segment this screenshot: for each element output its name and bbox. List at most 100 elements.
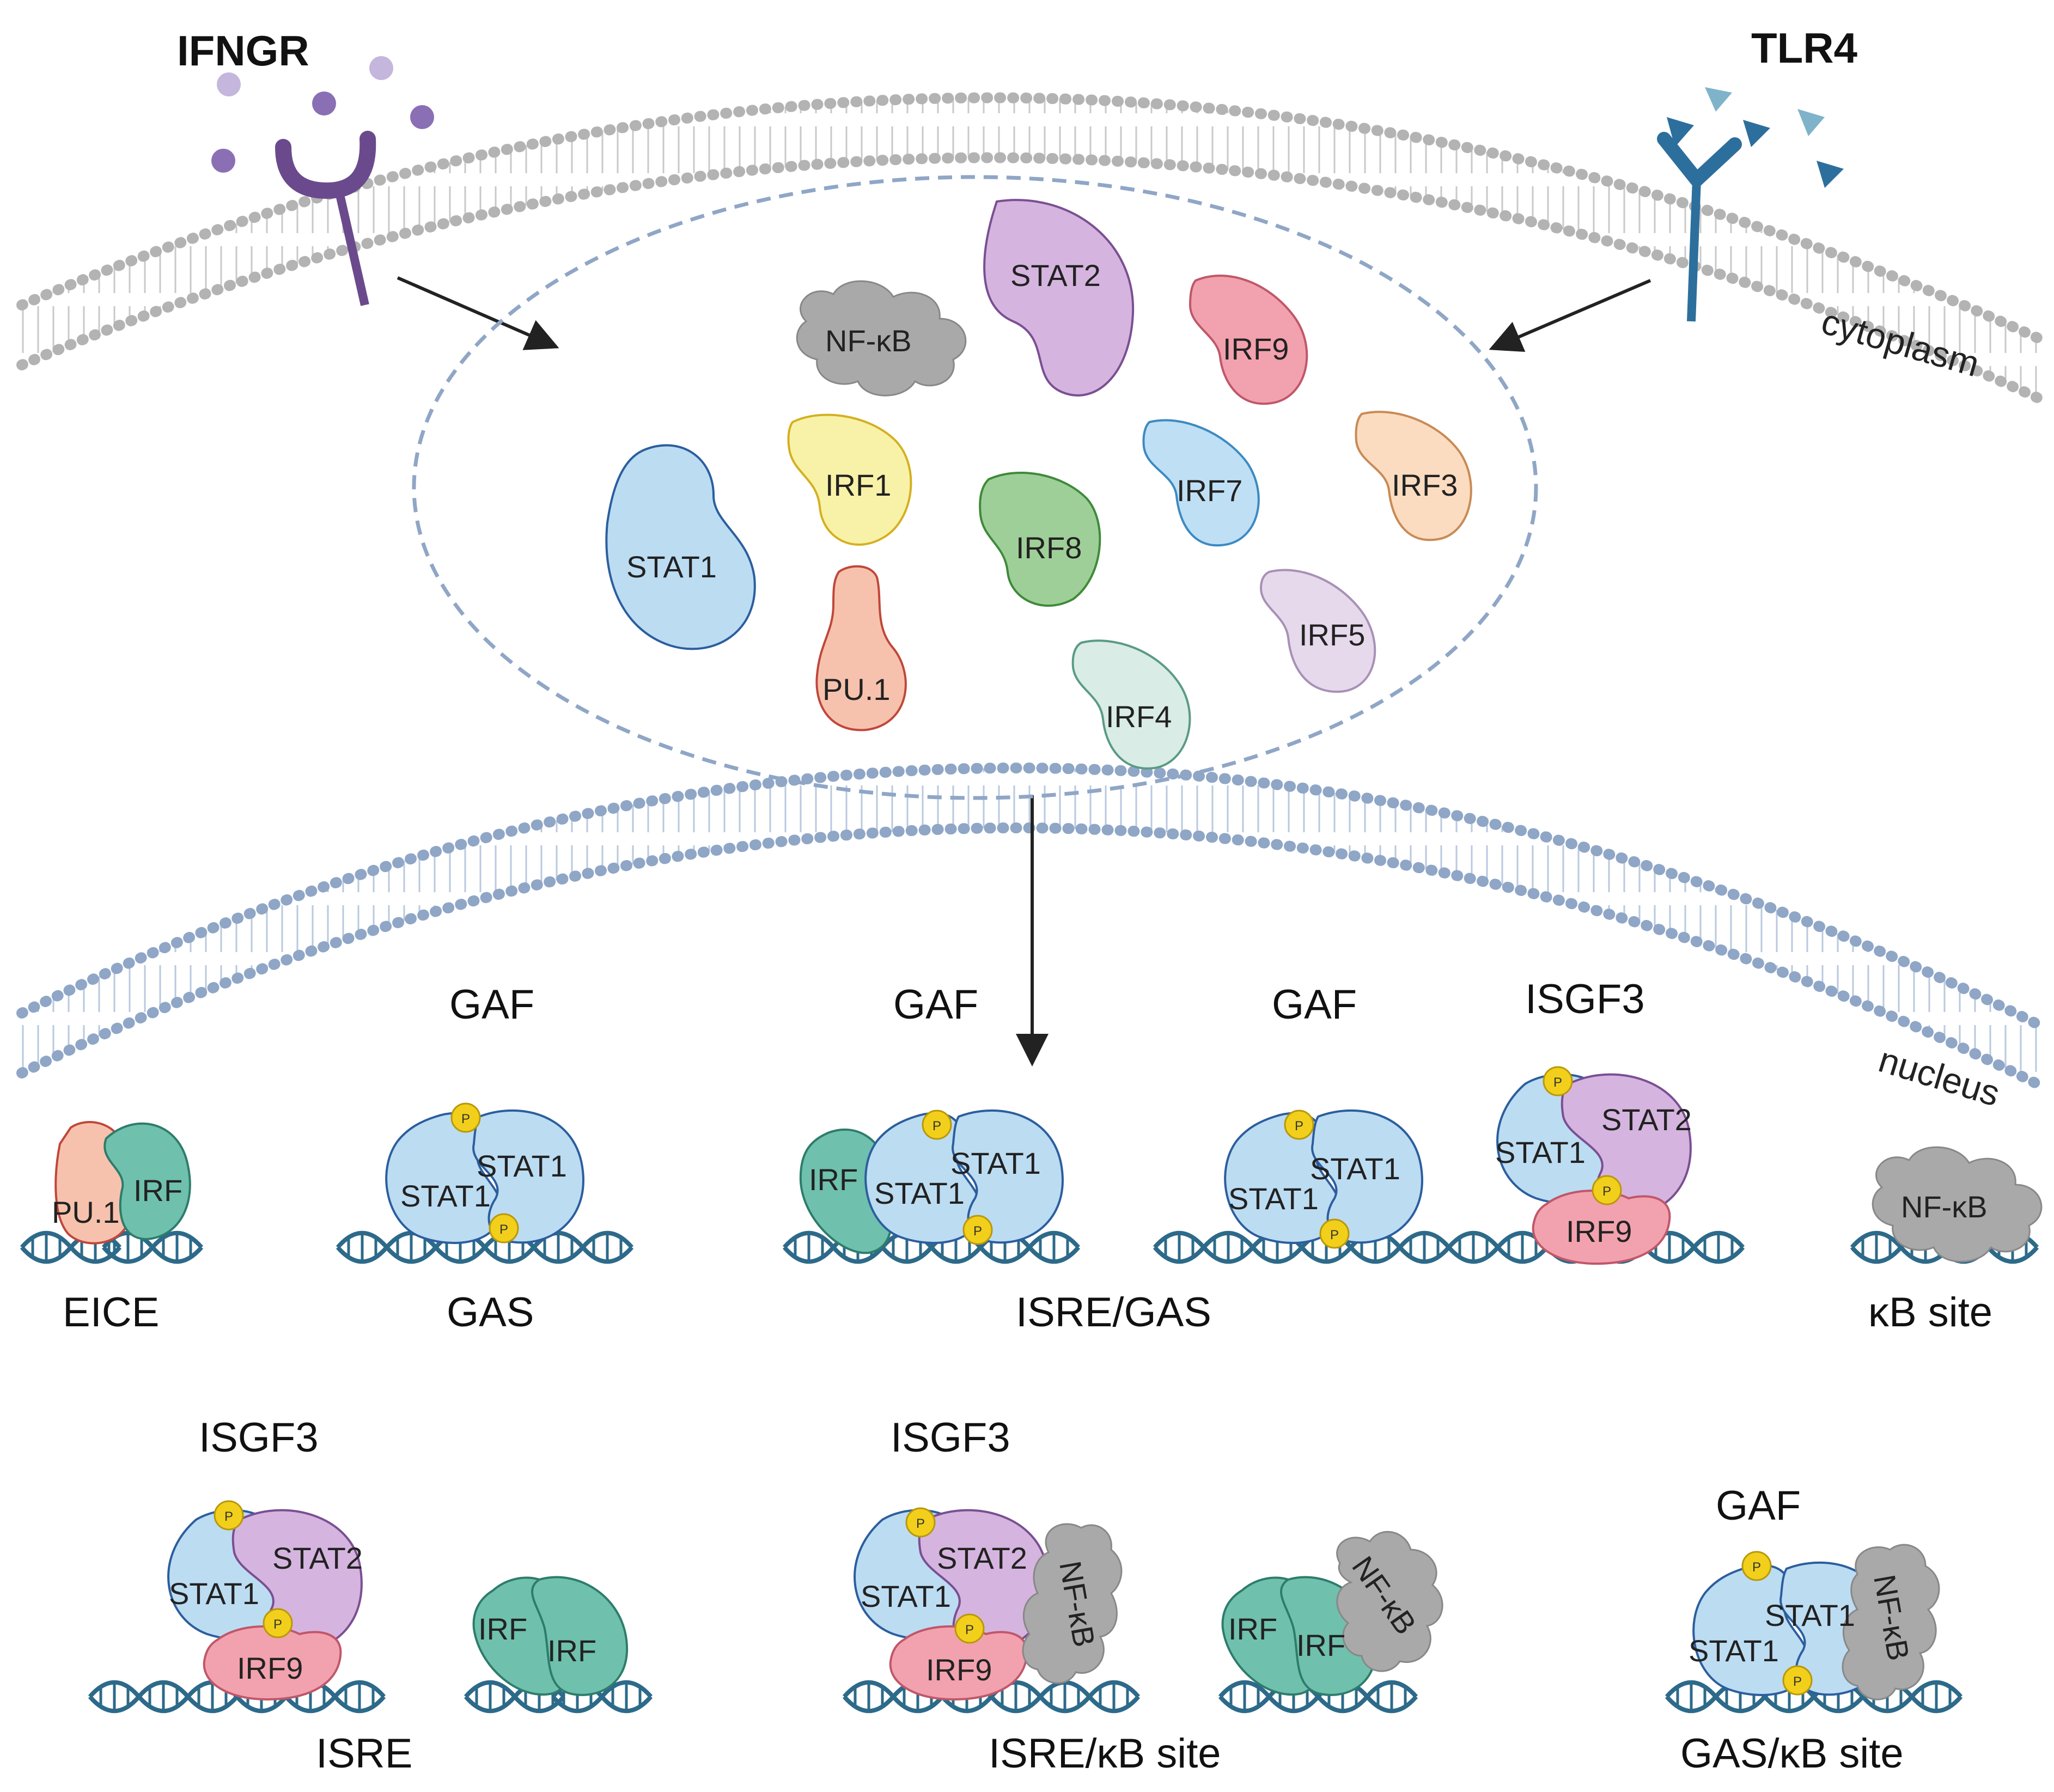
stat1-protein <box>605 444 756 650</box>
ifngr-receptor <box>211 56 434 306</box>
isre-gas-stat1-right-label: STAT1 <box>950 1146 1041 1180</box>
isgf3-label-3: ISGF3 <box>891 1415 1010 1461</box>
nuclear-membrane <box>16 763 2043 1089</box>
gaf-label-2: GAF <box>893 982 978 1028</box>
phospho-label: P <box>1752 1560 1761 1575</box>
dna-gas <box>338 1233 632 1262</box>
arrow-ifngr <box>397 276 559 350</box>
stat1-label: STAT1 <box>626 550 717 584</box>
phospho-dot <box>489 1213 519 1244</box>
isre-kb-stat2-label: STAT2 <box>937 1541 1027 1575</box>
gaf-label-1: GAF <box>449 982 534 1028</box>
phospho-dot <box>450 1102 481 1133</box>
site-gas-kb: GAS/κB site <box>1680 1730 1904 1777</box>
phospho-label: P <box>461 1112 470 1126</box>
stat2-protein <box>983 199 1135 397</box>
phospho-label: P <box>973 1224 982 1239</box>
phospho-label: P <box>1602 1184 1611 1199</box>
irf7-label: IRF7 <box>1177 473 1242 508</box>
ligand-dot <box>217 72 241 96</box>
site-isre-kb: ISRE/κB site <box>989 1730 1221 1777</box>
phospho-dot <box>922 1110 952 1140</box>
irf-kb-irf-right-label: IRF <box>1296 1628 1345 1662</box>
site-gas: GAS <box>447 1289 534 1336</box>
ligand-triangle <box>1667 117 1694 147</box>
eice-irf <box>103 1122 191 1241</box>
ligand-dot <box>211 149 235 173</box>
cytoplasm-pool <box>412 175 1538 800</box>
ligand-triangle <box>1797 109 1825 136</box>
tlr4-receptor <box>1657 87 1844 322</box>
isre-kb-nfkb <box>1022 1523 1123 1684</box>
isre-stat1-label: STAT1 <box>169 1576 259 1611</box>
phospho-label: P <box>224 1509 233 1524</box>
site-isre: ISRE <box>316 1730 412 1777</box>
gas-stat1-right <box>472 1109 584 1244</box>
irf5-label: IRF5 <box>1299 618 1365 652</box>
isgf3-irf9-label-1: IRF9 <box>1566 1214 1632 1248</box>
isre-gas-irf-label: IRF <box>809 1162 858 1197</box>
phospho-label: P <box>932 1119 941 1133</box>
irf9-label: IRF9 <box>1223 332 1289 366</box>
gas-stat1-left-label: STAT1 <box>400 1179 491 1213</box>
gas-kb-nfkb <box>1842 1544 1940 1700</box>
phospho-label: P <box>1793 1674 1802 1689</box>
irf8-protein <box>979 471 1101 607</box>
isre-stat2-label: STAT2 <box>272 1541 363 1575</box>
kb-nfkb-label: NF-κB <box>1901 1190 1988 1224</box>
pu1-label: PU.1 <box>822 672 891 706</box>
phospho-label: P <box>499 1222 508 1237</box>
irf7-protein <box>1142 419 1260 547</box>
ligand-triangle <box>1743 120 1770 147</box>
phospho-label: P <box>1295 1119 1303 1133</box>
irf3-label: IRF3 <box>1392 468 1458 502</box>
ligand-triangle <box>1817 161 1844 188</box>
phospho-label: P <box>273 1617 282 1632</box>
phospho-dot <box>1319 1218 1350 1249</box>
eice-pu1-label: PU.1 <box>52 1195 120 1229</box>
isre-kb-stat1-label: STAT1 <box>861 1579 951 1613</box>
nfkb-protein <box>796 280 967 397</box>
phospho-label: P <box>965 1623 974 1637</box>
phospho-dot <box>263 1608 293 1638</box>
isgf3-stat1-label-1: STAT1 <box>1495 1135 1586 1169</box>
irf-kb-irf-left-label: IRF <box>1228 1612 1277 1646</box>
tlr4-label: TLR4 <box>1751 24 1857 72</box>
gas-kb-stat1-right-label: STAT1 <box>1765 1598 1855 1632</box>
ifngr-label: IFNGR <box>177 27 309 75</box>
irf-dimer-right <box>531 1576 629 1696</box>
ligand-dot <box>410 105 434 129</box>
phospho-dot <box>1592 1175 1622 1205</box>
gas-stat1-right-label: STAT1 <box>477 1149 567 1183</box>
phospho-dot <box>1284 1110 1314 1140</box>
irf1-label: IRF1 <box>825 468 891 502</box>
ligand-dot <box>312 92 336 115</box>
pu1-protein <box>815 565 907 732</box>
phospho-dot <box>214 1500 244 1531</box>
nfkb-label: NF-κB <box>825 324 912 358</box>
phospho-label: P <box>916 1516 925 1531</box>
irf1-protein <box>787 413 912 546</box>
irf-dimer-right-label: IRF <box>547 1633 596 1668</box>
stat2-label: STAT2 <box>1010 258 1101 292</box>
irf-kb-nfkb <box>1336 1531 1443 1672</box>
isgf3-label-1: ISGF3 <box>1525 976 1645 1022</box>
phospho-dot <box>962 1215 993 1245</box>
gaf-label-3: GAF <box>1272 982 1357 1028</box>
arrow-tlr4 <box>1489 279 1651 352</box>
gaf-label-4: GAF <box>1716 1483 1801 1529</box>
isre-kb-irf9-label: IRF9 <box>926 1653 992 1687</box>
kb-nfkb <box>1872 1146 2043 1263</box>
ligand-dot <box>369 56 393 80</box>
isre-irf9-label: IRF9 <box>237 1651 303 1685</box>
isre-gas-stat1-right-2 <box>1311 1109 1423 1244</box>
isgf3-stat2-label-1: STAT2 <box>1601 1102 1692 1137</box>
irf4-label: IRF4 <box>1106 699 1172 734</box>
isre-gas-stat1-right <box>952 1109 1064 1244</box>
phospho-dot <box>954 1613 985 1644</box>
isgf3-label-2: ISGF3 <box>199 1415 319 1461</box>
irf8-label: IRF8 <box>1016 531 1082 565</box>
irf5-protein <box>1259 569 1376 693</box>
